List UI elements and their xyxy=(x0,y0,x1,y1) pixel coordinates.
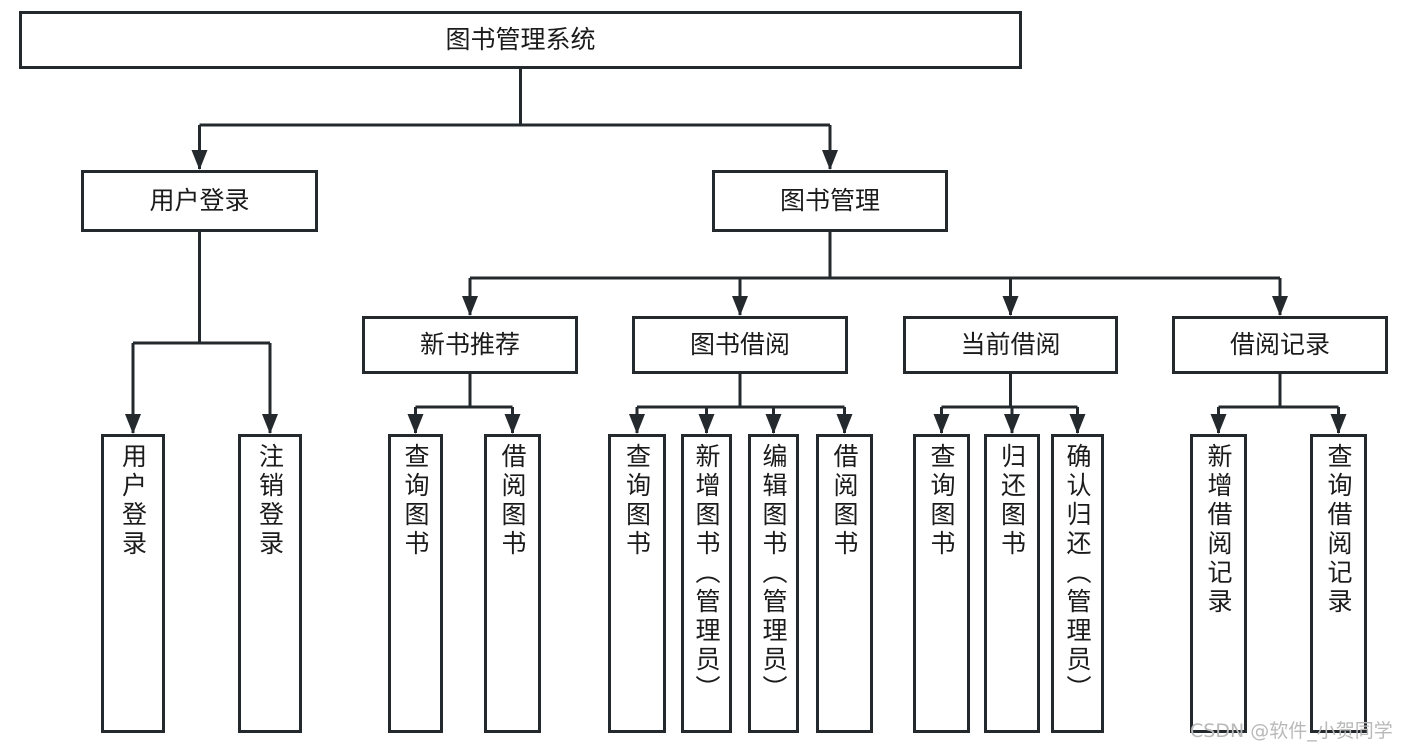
node-label: 图书管理系统 xyxy=(445,25,596,55)
node-label: 图书借阅 xyxy=(689,330,790,360)
node-label: 用户登录 xyxy=(118,443,148,559)
node-leaf-edit-book[interactable]: 编辑图书（管理员） xyxy=(748,434,799,733)
arrowhead-icon xyxy=(1330,414,1347,434)
node-label: 新增图书（管理员） xyxy=(692,443,721,704)
arrowhead-icon xyxy=(125,414,141,434)
arrowhead-icon xyxy=(191,150,208,170)
node-label: 借阅图书 xyxy=(498,443,527,559)
node-leaf-query-record[interactable]: 查询借阅记录 xyxy=(1310,434,1367,733)
arrowhead-icon xyxy=(765,414,782,434)
node-label: 确认归还（管理员） xyxy=(1063,443,1092,704)
arrowhead-icon xyxy=(698,414,715,434)
arrowhead-icon xyxy=(822,150,838,170)
node-leaf-add-record[interactable]: 新增借阅记录 xyxy=(1190,434,1247,733)
node-label: 注销登录 xyxy=(255,443,285,559)
node-leaf-query-book-2[interactable]: 查询图书 xyxy=(608,434,666,733)
node-label: 新增借阅记录 xyxy=(1204,443,1233,617)
node-label: 归还图书 xyxy=(997,443,1027,559)
node-label: 借阅图书 xyxy=(830,443,859,559)
node-user-login[interactable]: 用户登录 xyxy=(81,170,318,232)
node-leaf-confirm-return[interactable]: 确认归还（管理员） xyxy=(1051,434,1104,733)
node-label: 用户登录 xyxy=(149,186,250,216)
node-book-borrow[interactable]: 图书借阅 xyxy=(632,316,848,374)
arrowhead-icon xyxy=(462,296,478,316)
arrowhead-icon xyxy=(1069,414,1086,434)
arrowhead-icon xyxy=(407,414,424,434)
node-current-borrow[interactable]: 当前借阅 xyxy=(903,316,1118,374)
node-leaf-return-book[interactable]: 归还图书 xyxy=(984,434,1040,733)
node-label: 查询借阅记录 xyxy=(1324,443,1353,617)
arrowhead-icon xyxy=(504,414,521,434)
arrowhead-icon xyxy=(1272,296,1288,316)
arrowhead-icon xyxy=(1002,296,1019,316)
node-label: 编辑图书（管理员） xyxy=(759,443,788,704)
node-leaf-logout[interactable]: 注销登录 xyxy=(238,434,302,733)
arrowhead-icon xyxy=(1004,414,1020,434)
node-leaf-query-book-1[interactable]: 查询图书 xyxy=(388,434,443,733)
node-label: 图书管理 xyxy=(779,186,880,216)
node-leaf-borrow-book-2[interactable]: 借阅图书 xyxy=(816,434,873,733)
node-leaf-query-book-3[interactable]: 查询图书 xyxy=(913,434,970,733)
node-leaf-add-book[interactable]: 新增图书（管理员） xyxy=(681,434,732,733)
node-label: 当前借阅 xyxy=(960,330,1061,360)
arrowhead-icon xyxy=(1210,414,1227,434)
arrowhead-icon xyxy=(933,414,950,434)
arrowhead-icon xyxy=(732,296,748,316)
node-label: 查询图书 xyxy=(622,443,652,559)
node-label: 查询图书 xyxy=(401,443,430,559)
node-label: 新书推荐 xyxy=(419,330,520,360)
arrowhead-icon xyxy=(262,414,278,434)
node-book-manage[interactable]: 图书管理 xyxy=(712,170,948,232)
node-leaf-borrow-book-1[interactable]: 借阅图书 xyxy=(484,434,541,733)
node-new-book-rec[interactable]: 新书推荐 xyxy=(362,316,578,374)
node-borrow-record[interactable]: 借阅记录 xyxy=(1172,316,1388,374)
arrowhead-icon xyxy=(629,414,645,434)
node-root[interactable]: 图书管理系统 xyxy=(19,11,1022,69)
node-leaf-user-login[interactable]: 用户登录 xyxy=(101,434,165,733)
node-label: 查询图书 xyxy=(927,443,956,559)
node-label: 借阅记录 xyxy=(1229,330,1330,360)
arrowhead-icon xyxy=(836,414,853,434)
